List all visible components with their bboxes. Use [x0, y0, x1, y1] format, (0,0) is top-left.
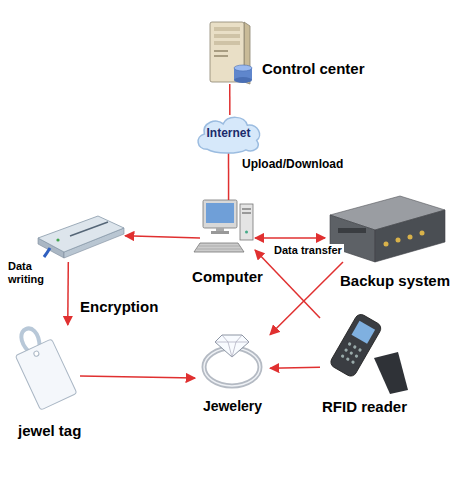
flow-arrow	[255, 237, 325, 239]
node-label: Internet	[206, 127, 250, 141]
node-label: Backup system	[340, 272, 450, 289]
node-label: Control center	[262, 60, 365, 77]
cloud-node: Internet	[195, 115, 262, 153]
jewelry-node: Jewelery	[195, 320, 270, 390]
computer-icon	[194, 200, 253, 252]
server-node: Control center	[205, 22, 250, 84]
flow-arrow	[80, 376, 195, 378]
edge-label-holder: Encryption	[78, 298, 160, 315]
flow-arrow	[270, 262, 343, 335]
node-label: RFID reader	[322, 398, 407, 415]
edge-label: Upload/Download	[240, 158, 345, 172]
writer-node: Data writing	[35, 216, 125, 262]
edge-label-holder: Data transfer	[272, 244, 344, 257]
edge-label: Encryption	[78, 298, 160, 315]
computer-node: Computer	[200, 200, 255, 255]
edge-label-holder: Upload/Download	[240, 158, 345, 172]
jewel-tag-icon	[7, 321, 77, 410]
server-icon	[210, 22, 252, 84]
flow-arrow	[125, 236, 200, 238]
node-label: Computer	[192, 268, 263, 285]
link-line	[229, 84, 231, 115]
edge-label: Data transfer	[272, 244, 344, 257]
node-label: Jewelery	[203, 398, 262, 414]
rfid-reader-icon	[329, 312, 408, 394]
flow-arrow	[67, 262, 69, 325]
tag-node: jewel tag	[8, 325, 80, 410]
reader-node: RFID reader	[320, 318, 410, 395]
node-label: jewel tag	[18, 422, 81, 439]
backup-device-icon	[330, 196, 445, 262]
ring-icon	[204, 335, 260, 386]
tag-writer-icon	[38, 216, 124, 258]
flow-arrow	[270, 367, 320, 368]
flow-arrow	[255, 250, 320, 318]
node-label: Data writing	[8, 260, 60, 285]
link-line	[228, 153, 230, 200]
